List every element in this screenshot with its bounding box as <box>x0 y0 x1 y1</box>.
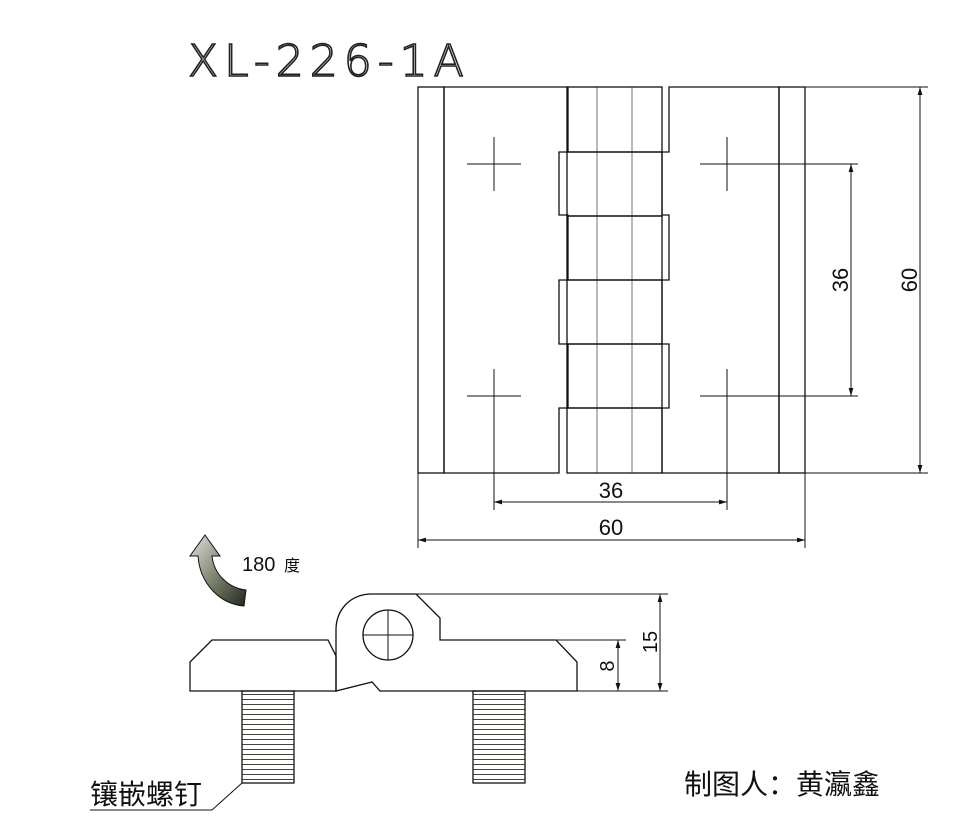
rotation-indicator: 180 度 <box>189 534 300 607</box>
screw-callout: 镶嵌螺钉 <box>90 778 243 811</box>
front-dimensions: 36 60 36 60 <box>417 86 928 548</box>
callout-label: 镶嵌螺钉 <box>90 778 202 811</box>
knuckle-segment <box>566 86 663 153</box>
dim-side-8: 8 <box>597 660 619 671</box>
knuckle-tab <box>566 279 663 345</box>
side-view <box>189 593 578 784</box>
dim-vertical-36: 36 <box>828 268 853 292</box>
author-label: 制图人：黄瀛鑫 <box>684 768 880 801</box>
front-view <box>417 86 806 474</box>
right-leaf-edge <box>778 86 806 474</box>
side-right-leaf <box>335 593 578 692</box>
knuckle-segment <box>566 215 663 281</box>
drawing-title: XL-226-1A <box>188 36 470 87</box>
knuckle-segment <box>566 343 663 409</box>
dim-side-15: 15 <box>640 631 662 653</box>
rotate-arrow-icon <box>189 534 247 607</box>
side-dimensions: 15 8 <box>416 593 668 692</box>
knuckle-tab <box>566 151 663 217</box>
dim-horizontal-36: 36 <box>599 478 623 503</box>
rotation-value: 180 <box>242 554 275 576</box>
left-leaf <box>443 86 569 474</box>
dim-vertical-60: 60 <box>897 268 922 292</box>
side-left-leaf <box>189 639 337 692</box>
left-leaf-edge <box>417 86 445 474</box>
dim-horizontal-60: 60 <box>599 515 623 540</box>
right-leaf <box>661 86 780 474</box>
knuckle-tab <box>566 407 663 474</box>
rotation-unit: 度 <box>284 556 300 575</box>
